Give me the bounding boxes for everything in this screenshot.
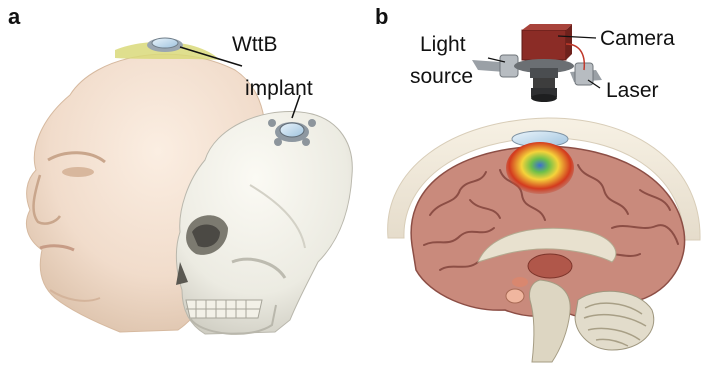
light-source-label-line1: Light <box>420 34 466 55</box>
brain-sagittal <box>411 142 684 362</box>
panel-letter-b: b <box>375 4 388 30</box>
brainstem <box>529 280 570 362</box>
light-source-label-line2: source <box>410 66 473 87</box>
laser-label: Laser <box>606 80 659 101</box>
thalamus <box>528 254 572 278</box>
wttb-implant-marker <box>147 38 183 52</box>
skull-implant-marker <box>268 119 316 146</box>
camera-body <box>522 30 566 60</box>
cerebellum <box>575 291 654 350</box>
imaging-device <box>472 24 602 102</box>
camera-label: Camera <box>600 28 675 49</box>
wttb-label: WttB <box>232 34 278 55</box>
panel-letter-a: a <box>8 4 20 30</box>
activation-heatmap <box>506 142 574 194</box>
implant-label: implant <box>245 78 313 99</box>
